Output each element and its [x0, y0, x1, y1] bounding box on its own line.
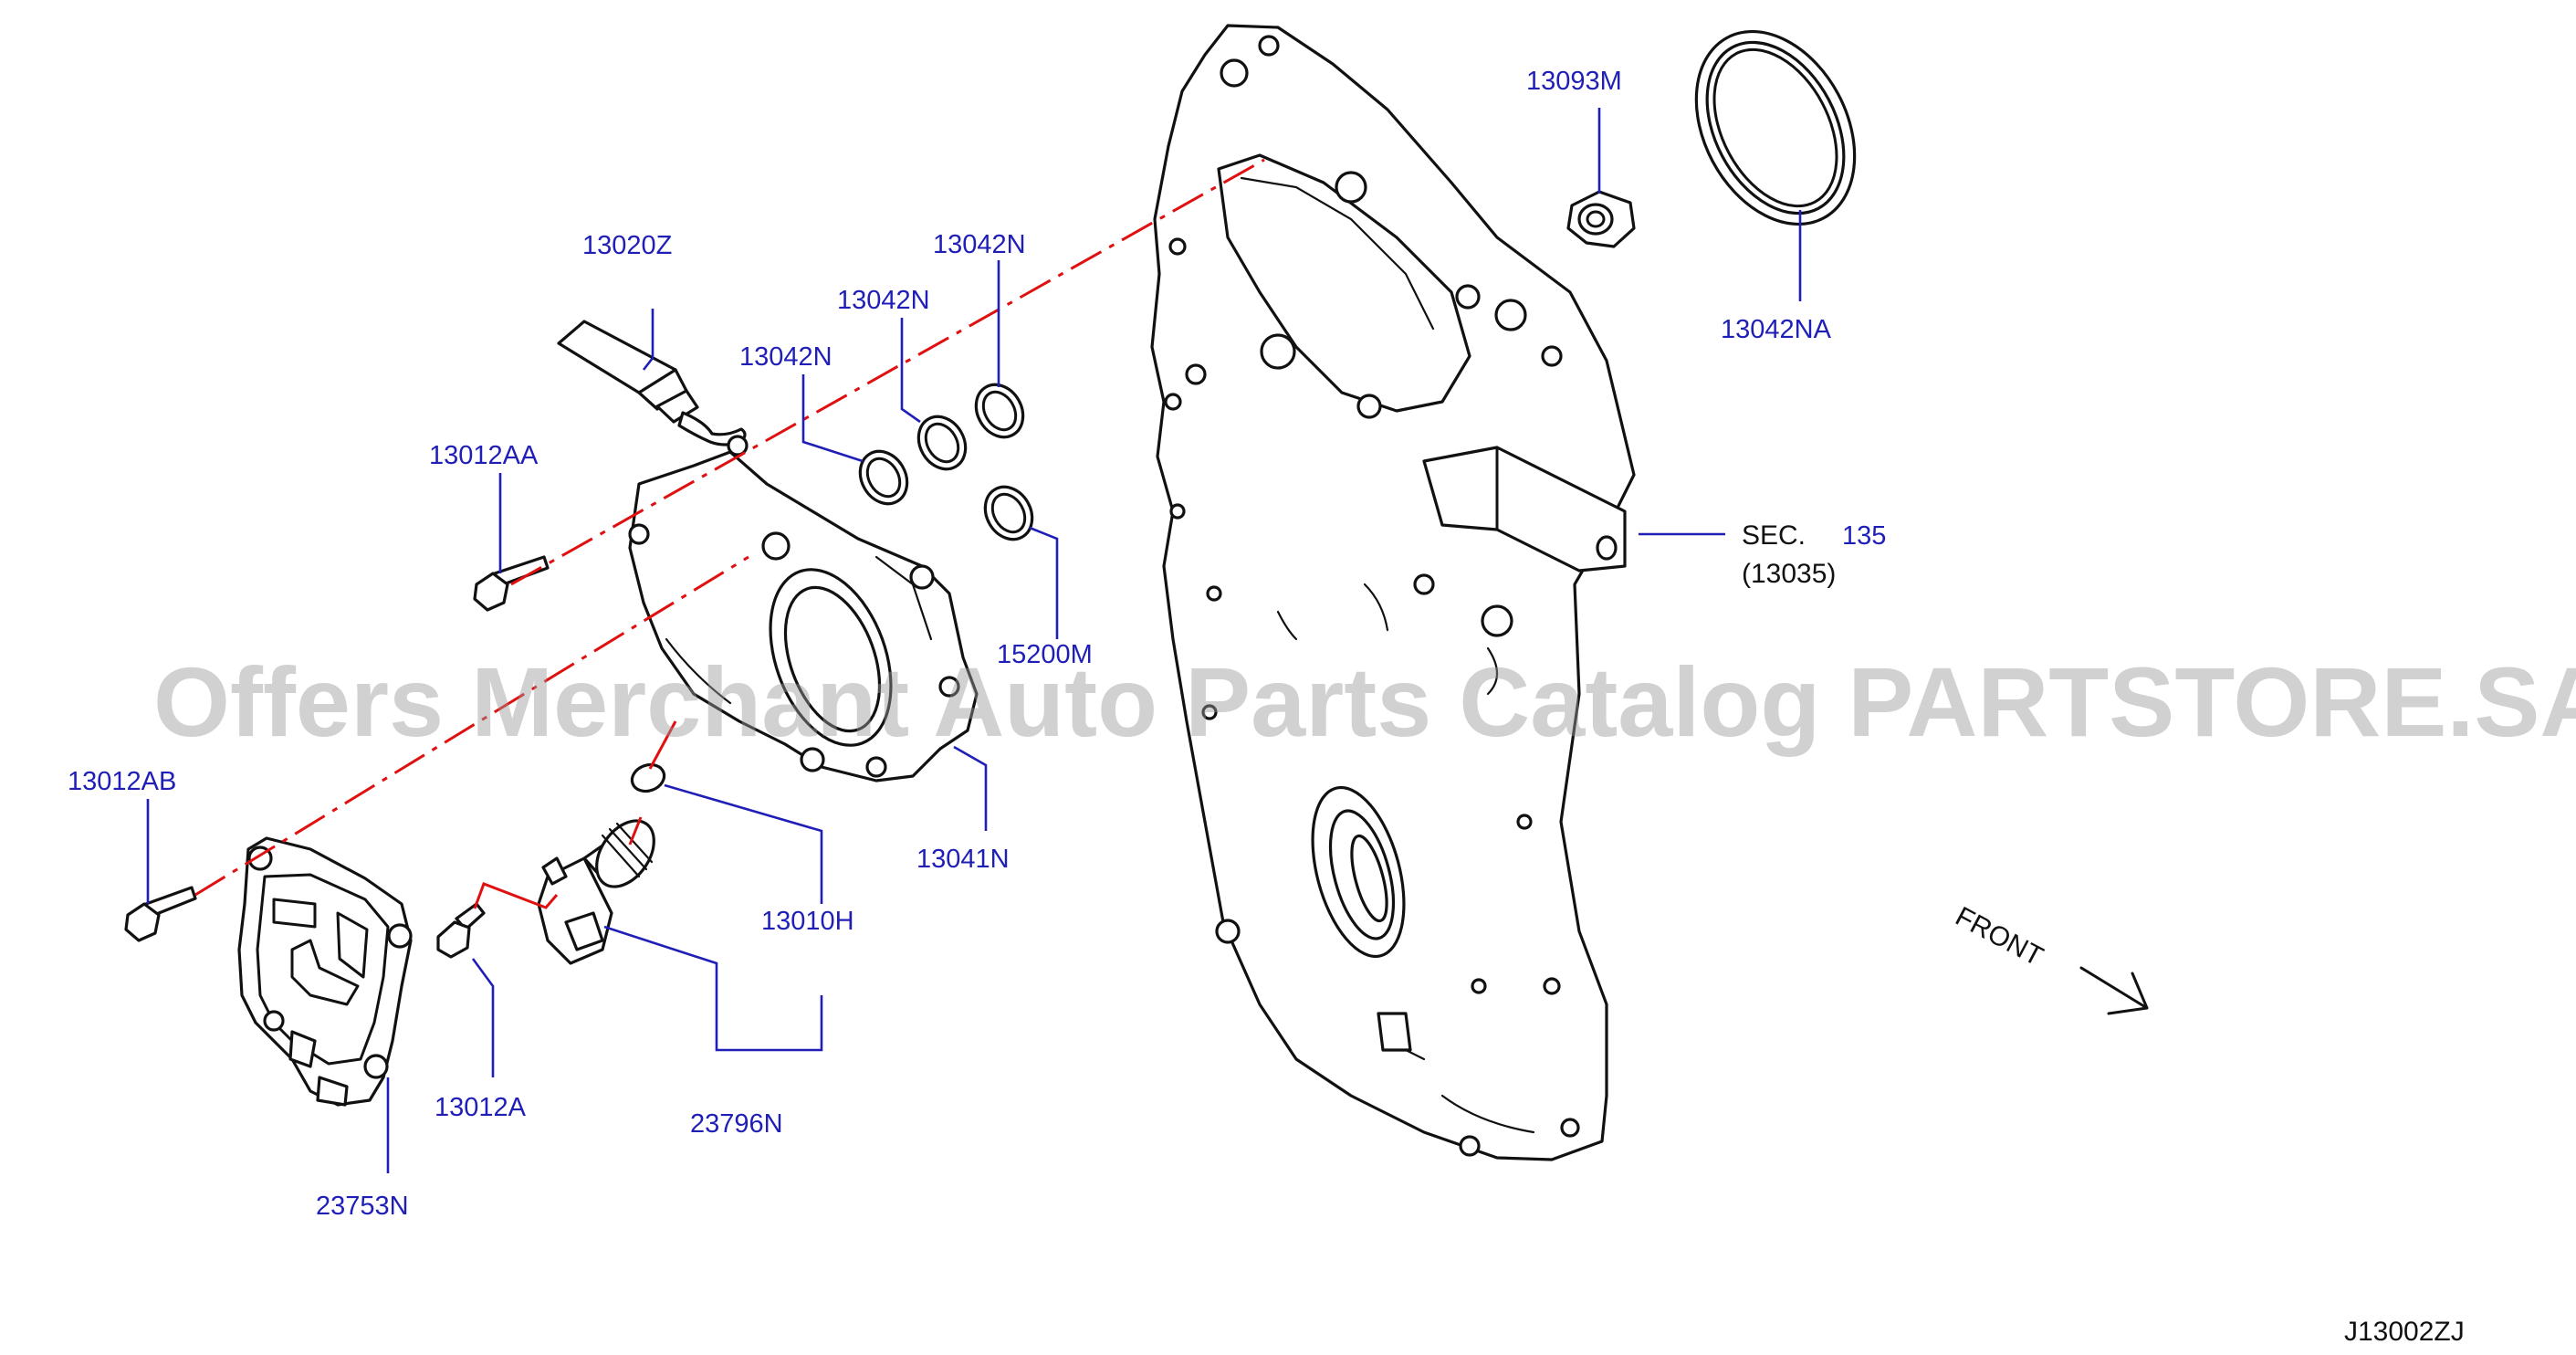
label-13041N[interactable]: 13041N: [916, 845, 1010, 874]
o-ring-13042N-middle[interactable]: [909, 408, 975, 478]
sealant-tube-13020Z[interactable]: [557, 320, 747, 446]
bolt-13012AA[interactable]: [473, 555, 550, 612]
label-13093M[interactable]: 13093M: [1526, 67, 1622, 96]
leader-lines: [146, 108, 1802, 1173]
label-23796N[interactable]: 23796N: [690, 1109, 783, 1139]
o-ring-15200M[interactable]: [976, 478, 1042, 548]
housing-13041N[interactable]: [628, 435, 979, 783]
plug-13093M[interactable]: [1566, 190, 1636, 248]
label-13042N-left[interactable]: 13042N: [739, 342, 832, 372]
label-23753N[interactable]: 23753N: [316, 1192, 409, 1221]
o-ring-13010H[interactable]: [628, 761, 667, 796]
label-13012A[interactable]: 13012A: [435, 1093, 527, 1122]
bolt-13012AB[interactable]: [124, 886, 197, 942]
alignment-lines: [194, 158, 1265, 909]
front-arrow-icon: [2079, 966, 2149, 1015]
label-13042N-right[interactable]: 13042N: [933, 230, 1026, 259]
diagram-id: J13002ZJ: [2344, 1317, 2465, 1347]
label-sec: SEC.: [1742, 520, 1806, 551]
cover-23753N[interactable]: [237, 836, 413, 1107]
label-sec-sub: (13035): [1742, 559, 1836, 589]
o-ring-13042N-left[interactable]: [851, 443, 916, 512]
label-13012AB[interactable]: 13012AB: [68, 767, 176, 796]
label-sec-number[interactable]: 135: [1842, 521, 1886, 551]
label-13042N-middle[interactable]: 13042N: [837, 286, 930, 315]
label-13042NA[interactable]: 13042NA: [1721, 315, 1832, 344]
label-15200M[interactable]: 15200M: [997, 640, 1093, 669]
oil-seal-13042NA[interactable]: [1665, 4, 1887, 251]
o-ring-13042N-right[interactable]: [967, 376, 1032, 446]
callout-labels: 13093M 13042NA 13020Z 13042N 13042N 1304…: [68, 67, 1886, 1221]
bolt-13012A[interactable]: [436, 902, 486, 959]
front-arrow: FRONT: [1951, 901, 2149, 1015]
label-13012AA[interactable]: 13012AA: [429, 441, 539, 470]
label-13020Z[interactable]: 13020Z: [582, 231, 672, 260]
timing-chain-cover[interactable]: [1150, 24, 1636, 1161]
front-label: FRONT: [1951, 901, 2048, 972]
watermark-text: Offers Merchant Auto Parts Catalog PARTS…: [153, 646, 2576, 757]
label-13010H[interactable]: 13010H: [761, 907, 854, 936]
